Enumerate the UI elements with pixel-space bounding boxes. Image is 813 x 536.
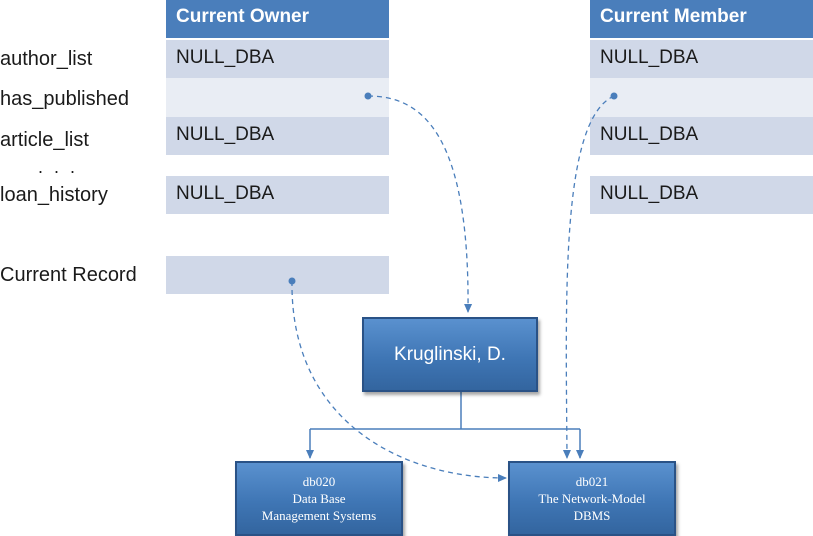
- db021-id: db021: [575, 474, 609, 489]
- member-pointer-dot: [610, 92, 618, 100]
- owner-record-label: Kruglinski, D.: [394, 343, 506, 365]
- current-record-pointer-dot: [288, 277, 296, 285]
- db020-title-line2: Management Systems: [261, 508, 377, 523]
- row-ellipsis: . . .: [38, 157, 79, 177]
- member-record-db021: db021 The Network-Model DBMS: [508, 461, 676, 536]
- member-author-list-cell: NULL_DBA: [590, 40, 813, 78]
- owner-has-published-cell: [166, 78, 389, 117]
- row-label-current-record: Current Record: [0, 264, 137, 286]
- member-article-list-cell: NULL_DBA: [590, 117, 813, 155]
- row-label-has-published: has_published: [0, 88, 129, 110]
- owner-loan-history-cell: NULL_DBA: [166, 176, 389, 214]
- owner-pointer-curve: [367, 95, 473, 313]
- current-record-cell: [166, 256, 389, 294]
- current-member-header: Current Member: [590, 0, 813, 38]
- member-record-db020: db020 Data Base Management Systems: [235, 461, 403, 536]
- owner-record-node: Kruglinski, D.: [362, 317, 538, 392]
- owner-pointer-dot: [364, 92, 372, 100]
- db020-title-line1: Data Base: [292, 491, 346, 506]
- row-label-loan-history: loan_history: [0, 184, 108, 206]
- member-loan-history-cell: NULL_DBA: [590, 176, 813, 214]
- member-pointer-curve: [562, 95, 615, 459]
- member-has-published-cell: [590, 78, 813, 117]
- row-label-author-list: author_list: [0, 48, 93, 70]
- owner-author-list-cell: NULL_DBA: [166, 40, 389, 78]
- owner-article-list-cell: NULL_DBA: [166, 117, 389, 155]
- db020-id: db020: [302, 474, 336, 489]
- row-label-article-list: article_list: [0, 129, 89, 151]
- db021-title-line2: DBMS: [573, 508, 611, 523]
- current-owner-header: Current Owner: [166, 0, 389, 38]
- db021-title-line1: The Network-Model: [538, 491, 646, 506]
